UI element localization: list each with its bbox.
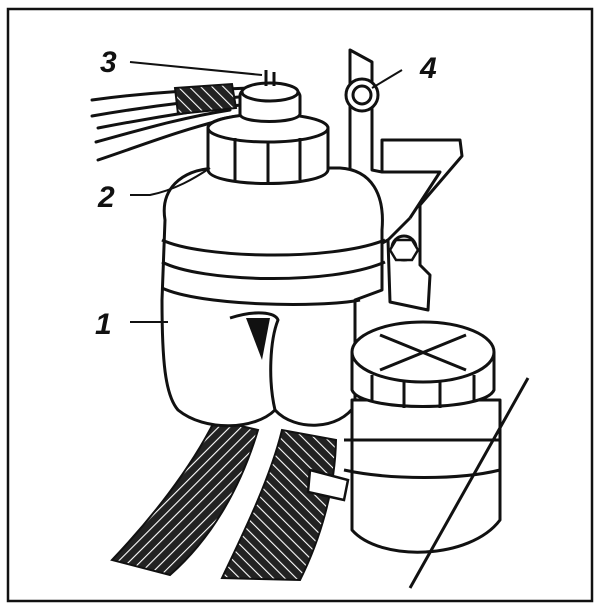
callout-2: 2 bbox=[97, 181, 115, 214]
reservoir-cap bbox=[206, 112, 330, 185]
secondary-cap bbox=[350, 320, 496, 408]
body-panel-edge bbox=[408, 377, 530, 589]
lobe-shadow bbox=[246, 318, 270, 360]
hose-clip bbox=[306, 468, 350, 502]
bracket-nut bbox=[388, 238, 420, 262]
leader-lines bbox=[129, 61, 403, 323]
callout-1: 1 bbox=[95, 308, 112, 341]
callout-3: 3 bbox=[100, 46, 117, 79]
secondary-reservoir bbox=[343, 398, 502, 554]
cable-sleeve bbox=[173, 82, 238, 116]
hose-left bbox=[110, 418, 260, 577]
level-sensor bbox=[238, 70, 302, 123]
callout-4: 4 bbox=[419, 52, 437, 85]
grommet-inner bbox=[351, 84, 373, 106]
